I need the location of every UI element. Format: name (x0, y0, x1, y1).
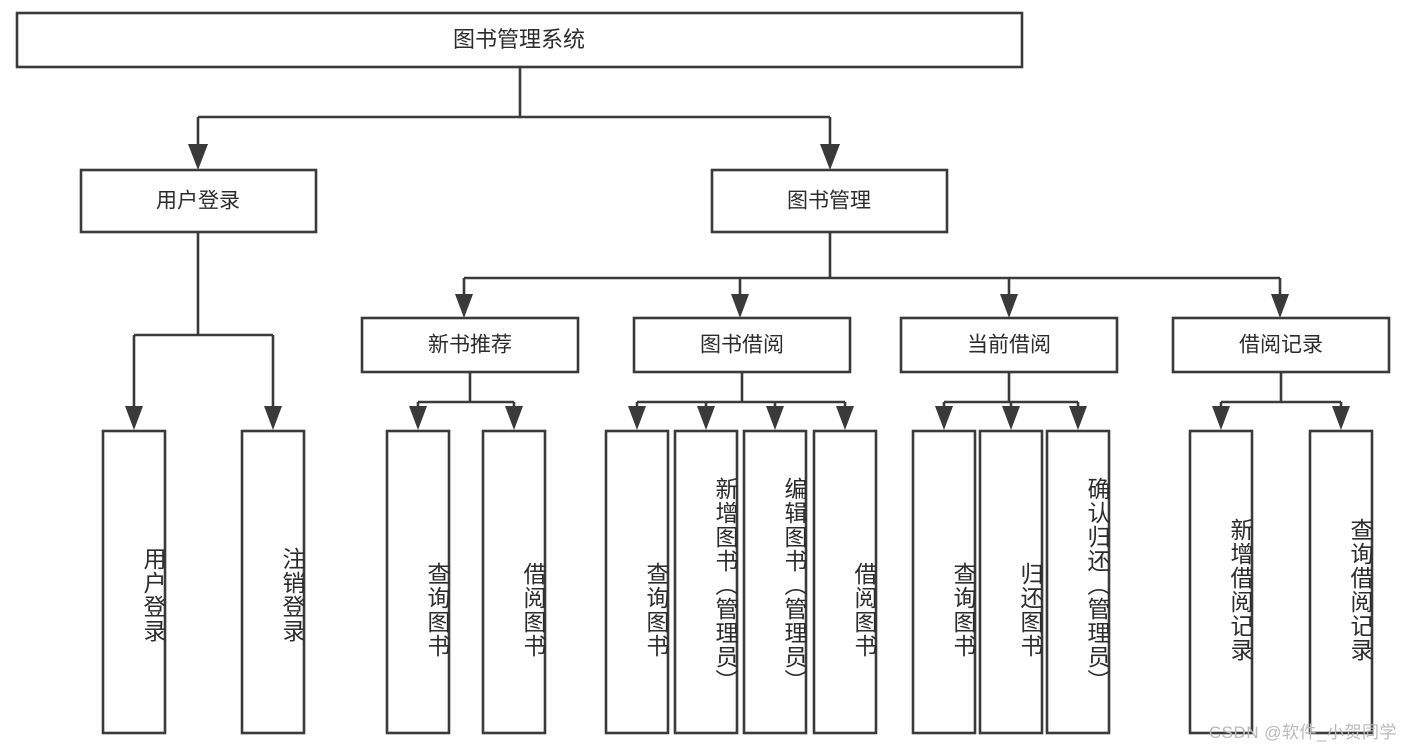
node-new-book-recommend-label: 新书推荐 (428, 334, 512, 357)
leaf-box-add-book[interactable] (673, 429, 739, 735)
leaf-box-query-book-3[interactable] (911, 429, 977, 735)
node-book-management-label: 图书管理 (787, 190, 871, 213)
node-borrow-record-box[interactable] (1171, 316, 1391, 374)
arrow-current-l3 (1069, 406, 1087, 430)
arrow-bm-n4 (1271, 294, 1289, 318)
arrow-record-l1 (1212, 406, 1230, 430)
node-new-book-recommend[interactable]: 新书推荐 (360, 316, 580, 374)
arrow-root-to-user-login (188, 144, 208, 170)
leaf-box-confirm-return[interactable] (1045, 429, 1111, 735)
leaf-box-query-book-2[interactable] (604, 429, 670, 735)
arrow-current-l2 (1002, 406, 1020, 430)
node-root-label: 图书管理系统 (453, 27, 585, 52)
arrow-borrow-l1 (628, 406, 646, 430)
arrow-bm-n1 (455, 294, 473, 318)
node-user-login[interactable]: 用户登录 (79, 168, 318, 234)
arrow-borrow-l2 (697, 406, 715, 430)
node-book-management[interactable]: 图书管理 (710, 168, 949, 234)
node-book-management-box[interactable] (710, 168, 949, 234)
node-borrow-record[interactable]: 借阅记录 (1171, 316, 1391, 374)
leaf-box-user-login[interactable] (101, 429, 167, 735)
node-user-login-box[interactable] (79, 168, 318, 234)
arrow-newbook-l2 (505, 406, 523, 430)
watermark-text: CSDN @软件_小贺同学 (1208, 723, 1397, 742)
node-current-borrow-box[interactable] (899, 316, 1119, 374)
node-layer: 图书管理系统 用户登录 图书管理 新书推荐 图书借阅 当前 (15, 11, 1391, 735)
leaf-box-borrow-book-2[interactable] (812, 429, 878, 735)
node-root-box[interactable] (15, 11, 1024, 69)
leaf-box-query-book-1[interactable] (385, 429, 451, 735)
node-borrow-record-label: 借阅记录 (1239, 334, 1323, 357)
leaf-box-add-record[interactable] (1188, 429, 1254, 735)
arrow-borrow-l3 (766, 406, 784, 430)
connector-layer (125, 67, 1350, 430)
arrow-current-l1 (935, 406, 953, 430)
arrow-bm-n2 (731, 294, 749, 318)
node-book-borrow-label: 图书借阅 (700, 334, 784, 357)
arrow-bm-n3 (1000, 294, 1018, 318)
leaf-box-borrow-book-1[interactable] (481, 429, 547, 735)
node-current-borrow-label: 当前借阅 (967, 334, 1051, 357)
arrow-record-l2 (1332, 406, 1350, 430)
leaf-box-logout[interactable] (240, 429, 306, 735)
node-book-borrow-box[interactable] (632, 316, 852, 374)
leaf-box-return-book[interactable] (978, 429, 1044, 735)
leaf-box-query-record[interactable] (1308, 429, 1374, 735)
node-new-book-recommend-box[interactable] (360, 316, 580, 374)
arrow-root-to-book-manage (820, 144, 840, 170)
node-current-borrow[interactable]: 当前借阅 (899, 316, 1119, 374)
node-book-borrow[interactable]: 图书借阅 (632, 316, 852, 374)
arrow-userlogin-l2 (264, 406, 282, 430)
arrow-userlogin-l1 (125, 406, 143, 430)
arrow-newbook-l1 (409, 406, 427, 430)
node-root[interactable]: 图书管理系统 (15, 11, 1024, 69)
node-user-login-label: 用户登录 (156, 190, 240, 213)
arrow-borrow-l4 (836, 406, 854, 430)
leaf-box-edit-book[interactable] (742, 429, 808, 735)
